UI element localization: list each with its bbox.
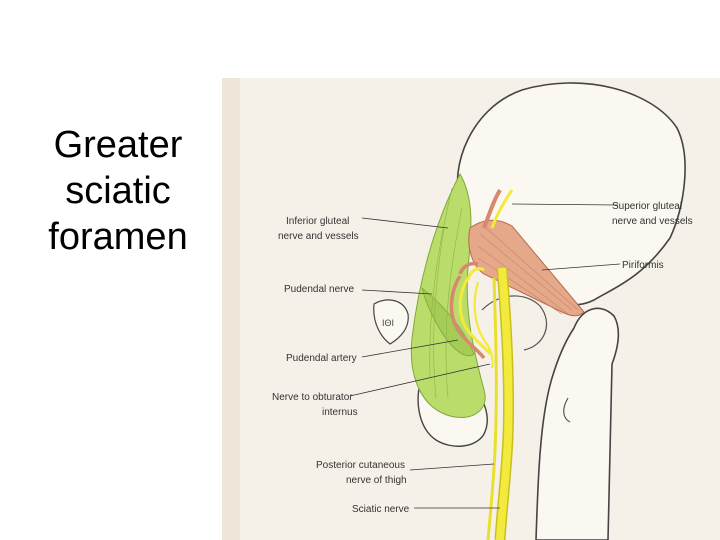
inferior-gluteal-nerve [466, 267, 485, 281]
label-inferior-gluteal-2: nerve and vessels [278, 231, 359, 242]
femur-outline [535, 307, 620, 540]
label-inferior-gluteal-1: Inferior gluteal [286, 216, 349, 227]
piriformis-striations [477, 225, 579, 315]
superior-gluteal-nerve [490, 189, 514, 229]
label-nerve-obturator-1: Nerve to obturator [272, 392, 353, 403]
label-posterior-cutaneous-1: Posterior cutaneous [316, 460, 405, 471]
pelvis-diagram-svg: IΘI [222, 78, 720, 540]
anatomy-illustration: IΘI [222, 78, 720, 540]
leader-lines [349, 203, 621, 509]
sciatic-nerve-highlight [496, 267, 513, 540]
paper-edge-shadow [222, 78, 240, 540]
pudendal-artery [449, 275, 486, 360]
label-sciatic-nerve: Sciatic nerve [352, 504, 410, 515]
coccyx-mark: IΘI [382, 318, 394, 328]
piriformis-muscle [468, 219, 585, 317]
superior-gluteal-artery [482, 188, 502, 229]
label-nerve-obturator-2: internus [322, 407, 358, 418]
nerve-to-obturator-internus [473, 281, 494, 369]
title-line-2: sciatic [65, 170, 171, 212]
posterior-cutaneous-nerve [486, 277, 498, 540]
inferior-gluteal-vessel [458, 261, 479, 275]
pudendal-nerve [458, 277, 492, 355]
lesser-trochanter [563, 397, 571, 423]
title-line-1: Greater [53, 124, 183, 166]
label-pudendal-artery: Pudendal artery [286, 353, 357, 364]
label-piriformis: Piriformis [622, 260, 664, 271]
label-posterior-cutaneous-2: nerve of thigh [346, 475, 407, 486]
label-superior-gluteal-2: nerve and vessels [612, 216, 693, 227]
coccyx [373, 299, 409, 345]
title-line-3: foramen [48, 216, 188, 258]
slide-title: Greater sciatic foramen [18, 122, 218, 260]
label-pudendal-nerve: Pudendal nerve [284, 284, 354, 295]
label-superior-gluteal-1: Superior gluteal [612, 201, 682, 212]
